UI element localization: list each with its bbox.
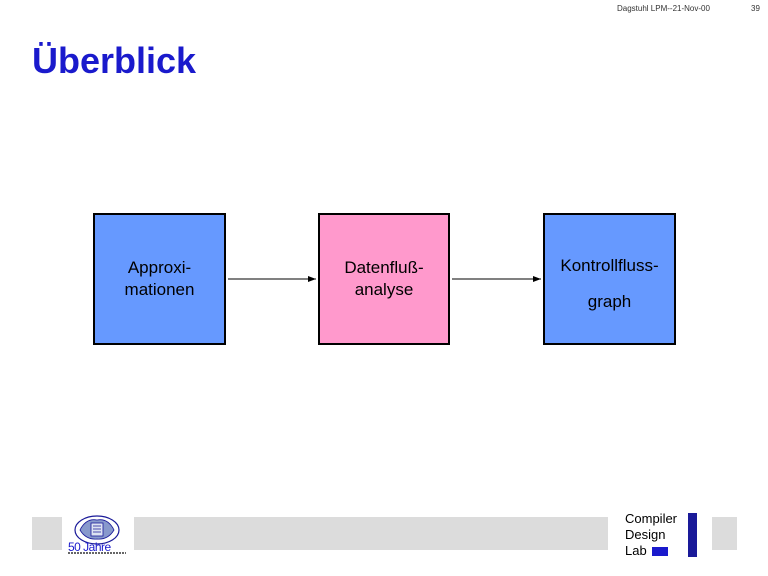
node-datenflussanalyse-line-1: Datenfluß- xyxy=(344,258,424,277)
node-datenflussanalyse: Datenfluß- analyse xyxy=(318,213,450,345)
lab-logo-bar-icon xyxy=(688,513,697,557)
footer-bar-right xyxy=(712,517,737,550)
lab-logo-line-3: Lab xyxy=(625,543,647,558)
anniversary-logo-text: 50 Jahre xyxy=(68,540,111,554)
header-meta: Dagstuhl LPM--21-Nov-00 xyxy=(617,4,710,13)
footer-bar-left xyxy=(32,517,62,550)
node-kontrollflussgraph-line-1: Kontrollfluss- xyxy=(560,256,659,275)
footer-bar-middle xyxy=(134,517,608,550)
lab-logo-line-1: Compiler xyxy=(625,511,678,526)
node-kontrollflussgraph-line-2: graph xyxy=(587,292,632,311)
lab-logo-line-2: Design xyxy=(625,527,666,542)
slide-title: Überblick xyxy=(32,40,197,81)
anniversary-seal-icon xyxy=(68,515,126,554)
node-kontrollflussgraph: Kontrollfluss- graph xyxy=(543,213,676,345)
node-approximationen-line-1: Approxi- xyxy=(127,258,192,277)
page-number: 39 xyxy=(751,4,760,13)
node-approximationen: Approxi- mationen xyxy=(93,213,226,345)
node-approximationen-line-2: mationen xyxy=(124,280,195,299)
lab-logo-square-icon xyxy=(652,547,668,556)
node-datenflussanalyse-line-2: analyse xyxy=(354,280,414,299)
